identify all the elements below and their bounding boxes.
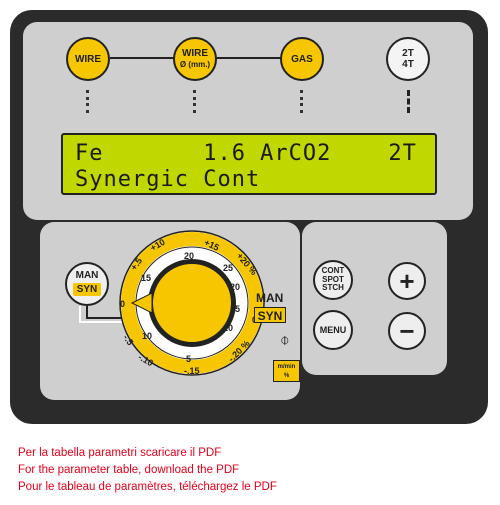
dial-inner-10: 10 xyxy=(142,331,153,341)
stch-label: STCH xyxy=(322,283,344,293)
man-label: MAN xyxy=(75,270,99,281)
minus-button[interactable]: − xyxy=(388,312,426,350)
dial-inner-0: 0 xyxy=(120,299,126,309)
gas-button[interactable]: GAS xyxy=(280,37,324,81)
dial-inner-20: 20 xyxy=(184,251,195,261)
dial-inner-10b: 10 xyxy=(223,323,234,333)
dial-man-label: MAN xyxy=(256,291,284,305)
footer-french: Pour le tableau de paramètres, télécharg… xyxy=(18,481,277,493)
lcd-display: Fe 1.6 ArCO2 2T Synergic Cont xyxy=(61,133,437,195)
dial-inner-25: 25 xyxy=(223,263,234,273)
wire-diameter-button[interactable]: WIRE Ø (mm.) xyxy=(173,37,217,81)
lcd-row-2: Synergic Cont xyxy=(75,167,261,192)
cont-spot-stch-button[interactable]: CONT SPOT STCH xyxy=(313,260,353,300)
footer-english: For the parameter table, download the PD… xyxy=(18,464,240,476)
dial-inner-15: 15 xyxy=(141,273,152,283)
footer-italian: Per la tabella parametri scaricare il PD… xyxy=(18,447,222,459)
gas-button-label: GAS xyxy=(291,53,313,65)
man-syn-toggle-button[interactable]: MAN SYN xyxy=(65,262,109,306)
plus-icon: + xyxy=(399,266,415,296)
wire-diameter-led-indicator xyxy=(193,90,200,113)
wire-led-indicator xyxy=(86,90,93,113)
dial-knob[interactable] xyxy=(151,262,233,344)
minus-icon: − xyxy=(399,316,415,346)
wire-diameter-label: WIRE xyxy=(181,48,209,59)
gas-led-indicator xyxy=(300,90,307,113)
dial-outer-minus15: -.15 xyxy=(184,366,200,376)
plus-button[interactable]: + xyxy=(388,262,426,300)
wire-button[interactable]: WIRE xyxy=(66,37,110,81)
unit-label-box: m/min % xyxy=(273,360,300,382)
cont-label: CONT xyxy=(321,266,345,276)
wire-diameter-unit: Ø (mm.) xyxy=(179,60,211,69)
button-connector xyxy=(216,57,282,59)
dial-syn-label: SYN xyxy=(254,307,286,323)
trigger-mode-2t: 2T xyxy=(402,48,414,59)
trigger-mode-4t: 4T xyxy=(402,59,414,70)
wire-button-label: WIRE xyxy=(74,53,102,65)
dial-inner-15b: 15 xyxy=(230,304,241,314)
unit-percent: % xyxy=(283,373,290,379)
syn-label: SYN xyxy=(73,283,101,296)
trigger-mode-button[interactable]: 2T 4T xyxy=(386,37,430,81)
menu-button[interactable]: MENU xyxy=(313,310,353,350)
spot-label: SPOT xyxy=(322,274,344,284)
button-connector xyxy=(110,57,176,59)
dial-inner-20b: 20 xyxy=(230,282,241,292)
dial-inner-5: 5 xyxy=(186,354,192,364)
mode-led-indicator xyxy=(407,90,414,113)
menu-label: MENU xyxy=(319,325,347,335)
wire-diameter-icon: ⌽ xyxy=(280,332,290,349)
unit-mmin: m/min xyxy=(277,364,296,370)
lcd-row-1: Fe 1.6 ArCO2 2T xyxy=(75,141,417,166)
